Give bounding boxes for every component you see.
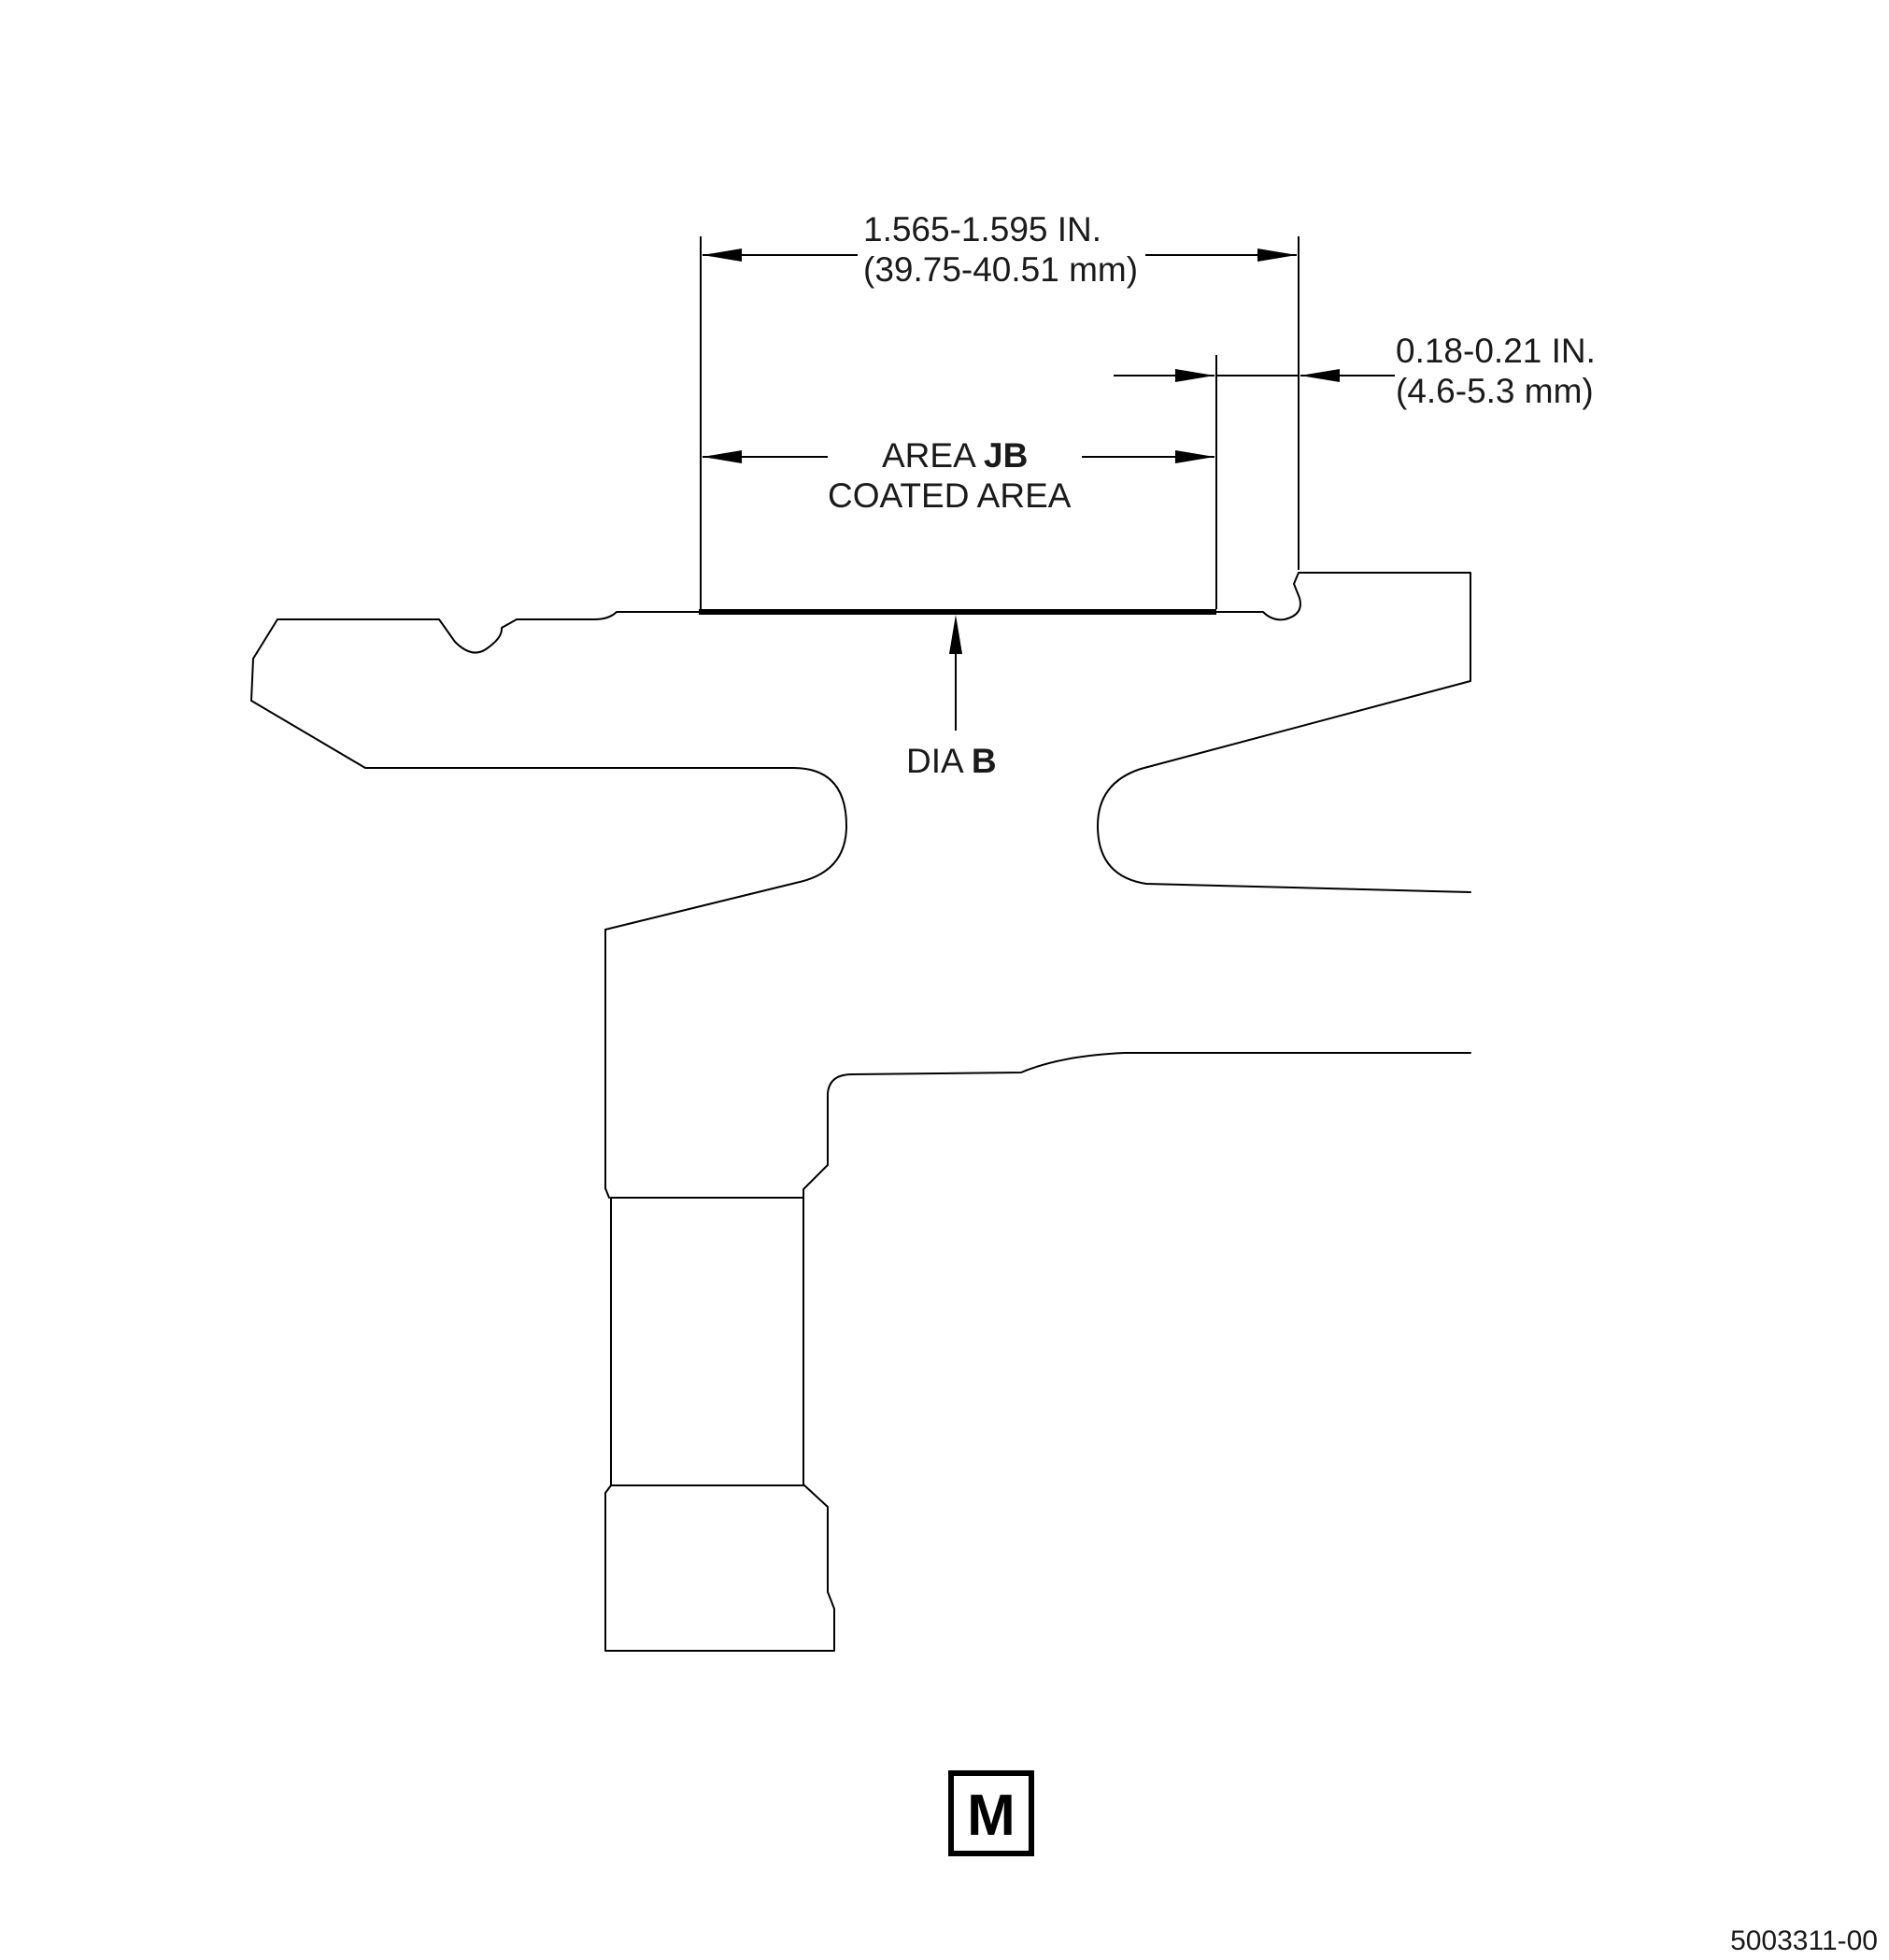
overall-length-metric: (39.75-40.51 mm) xyxy=(863,250,1138,289)
dia-label-id: B xyxy=(972,742,997,780)
view-identifier-box xyxy=(948,1770,1034,1856)
part-upper-profile xyxy=(250,618,847,1199)
overall-arrow-left xyxy=(703,249,742,262)
dia-leader-arrow xyxy=(949,615,962,654)
gap-arrow-left xyxy=(1175,369,1214,382)
area-arrow-right xyxy=(1175,450,1214,463)
end-gap-inches: 0.18-0.21 IN. xyxy=(1396,332,1596,370)
dia-label-prefix: DIA xyxy=(906,742,972,780)
gap-arrow-right xyxy=(1300,369,1340,382)
overall-length-inches: 1.565-1.595 IN. xyxy=(863,210,1101,249)
area-label-id: JB xyxy=(984,436,1028,475)
part-top-surface-right xyxy=(1097,572,1471,893)
figure-number: 5003311-00 xyxy=(1730,1925,1878,1956)
end-gap-metric: (4.6-5.3 mm) xyxy=(1396,372,1594,410)
part-top-surface-left xyxy=(277,611,700,654)
area-label-prefix: AREA xyxy=(882,436,984,475)
part-web-profile xyxy=(604,1052,1471,1652)
dia-label: DIA B xyxy=(906,742,997,780)
view-identifier-letter: M xyxy=(967,1783,1016,1848)
area-arrow-left xyxy=(703,450,742,463)
overall-arrow-right xyxy=(1257,249,1297,262)
area-label: AREA JB xyxy=(882,436,1028,475)
coated-area-label: COATED AREA xyxy=(828,476,1072,515)
